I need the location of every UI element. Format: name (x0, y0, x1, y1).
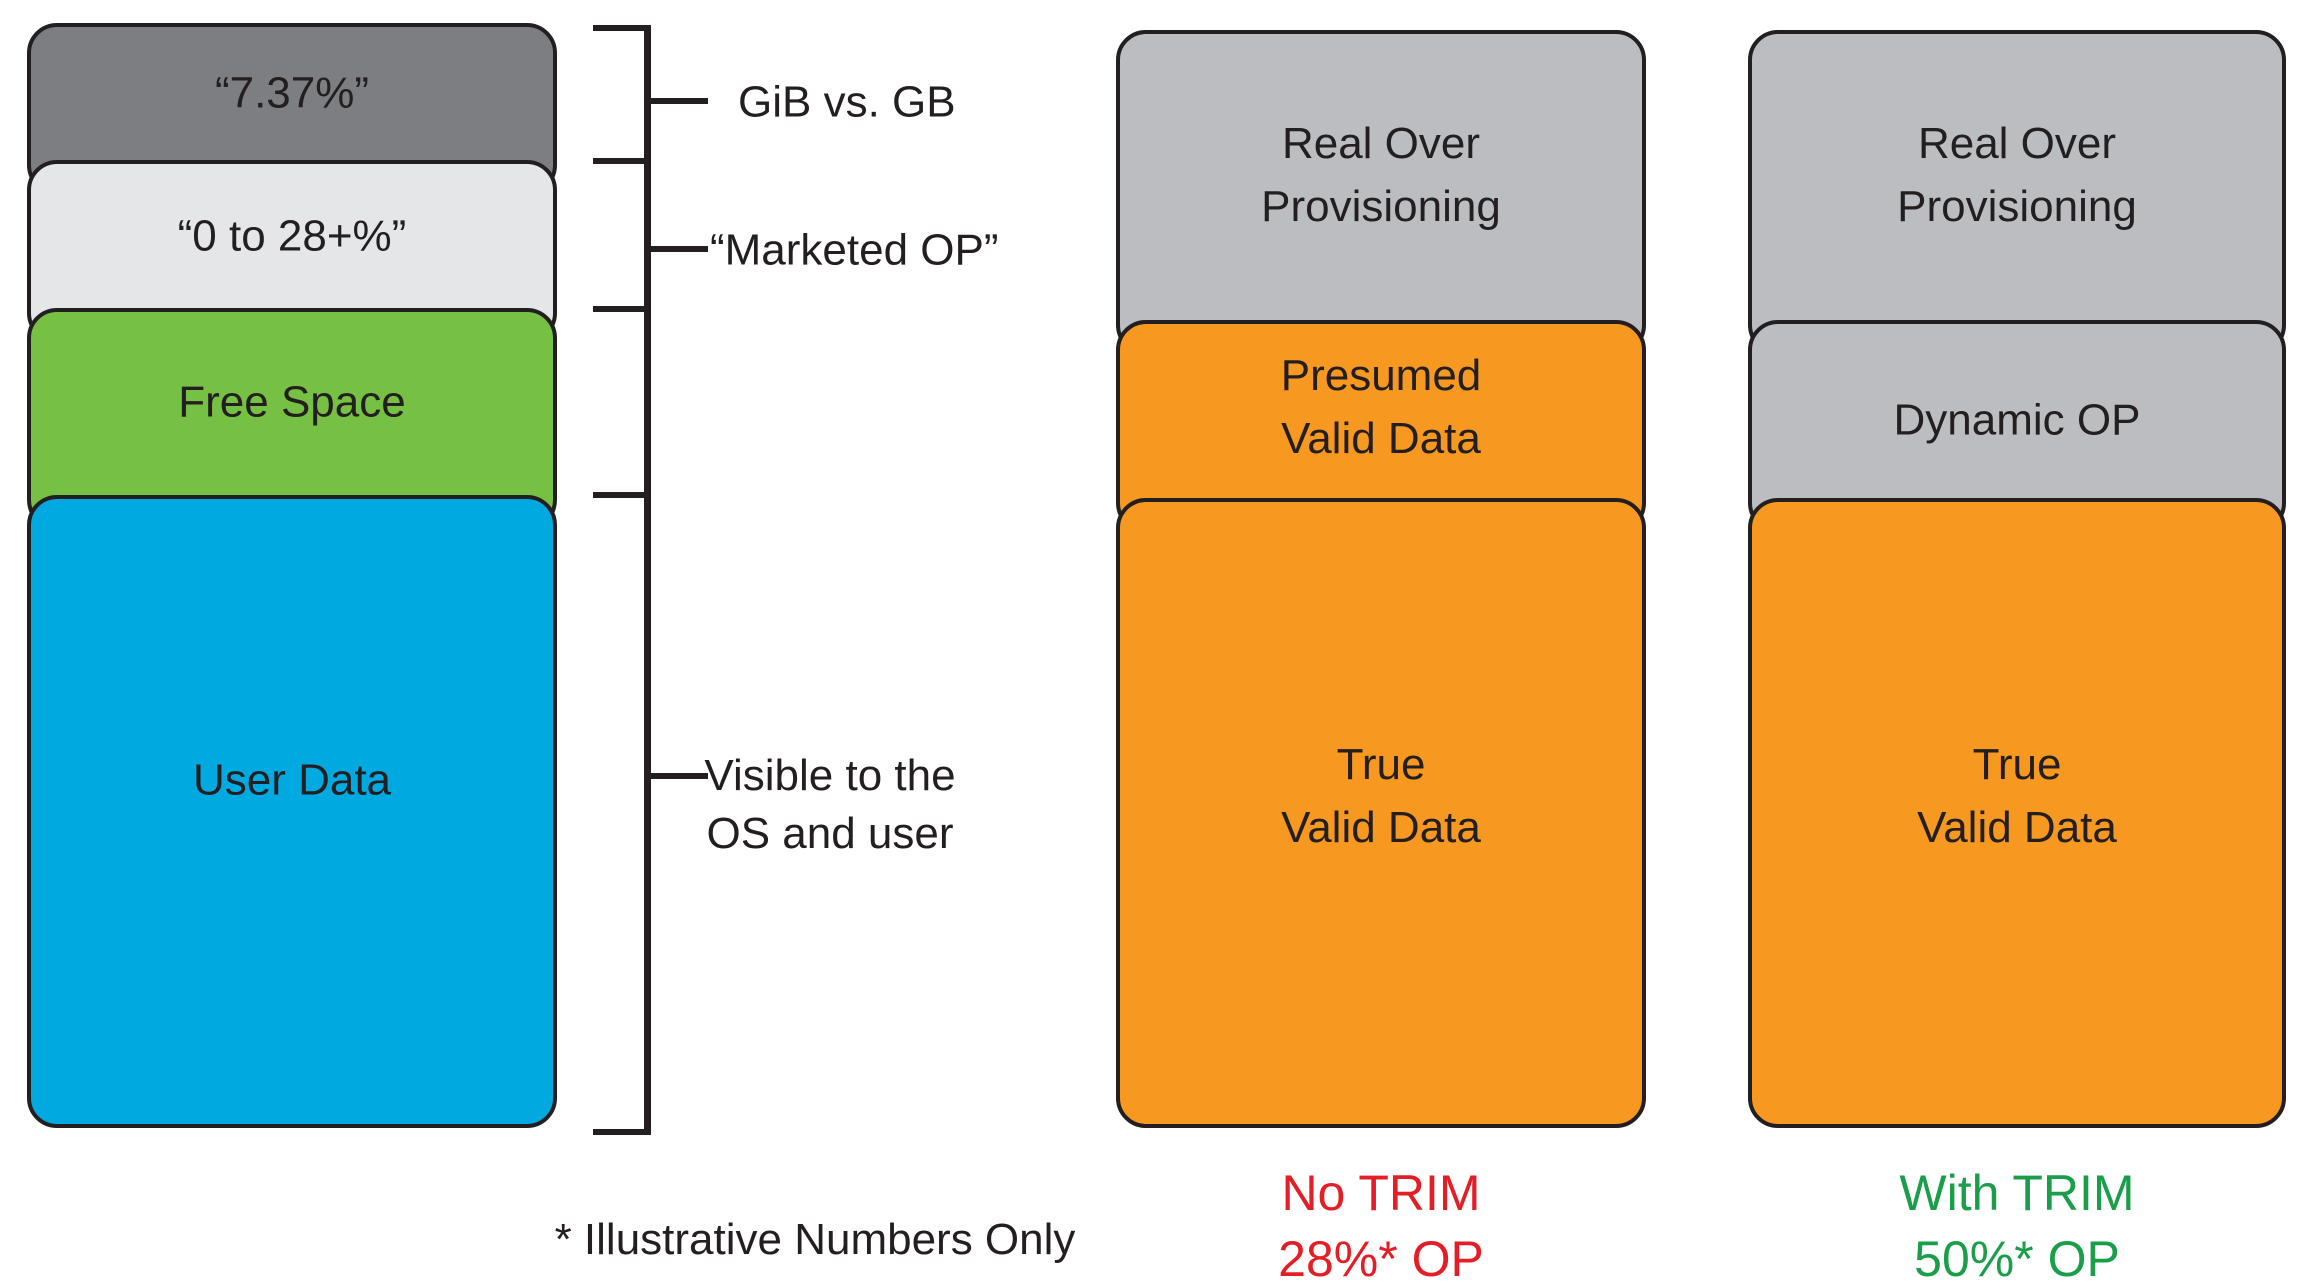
left-segment-gib-overhead-label: “7.37%” (214, 68, 370, 118)
left-segment-user-data-box (27, 495, 557, 1128)
left-segment-free-space-label: Free Space (178, 377, 406, 427)
middle-segment-true-valid-box (1116, 498, 1646, 1128)
callout-label-visible-to-os: Visible to the OS and user (704, 751, 956, 858)
callout-dash-marketed-op (651, 246, 708, 252)
middle-segment-true-valid-label: True Valid Data (1281, 740, 1481, 852)
right-segment-dynamic-op-label: Dynamic OP (1893, 395, 2141, 445)
right-segment-real-op-box (1748, 30, 2286, 355)
bracket-tick-bottom (593, 1129, 651, 1135)
left-segment-marketed-op-label: “0 to 28+%” (177, 211, 407, 261)
callout-dash-gib-vs-gb (651, 98, 708, 104)
middle-segment-real-op-label: Real Over Provisioning (1261, 119, 1501, 231)
bracket-vertical-line (644, 25, 651, 1135)
right-segment-dynamic-op-box (1748, 320, 2286, 533)
callout-dash-visible-to-os (651, 773, 708, 779)
bracket-tick-freespace-boundary (593, 492, 651, 498)
bracket-tick-top (593, 25, 651, 31)
right-column-caption: With TRIM 50%* OP (1899, 1165, 2135, 1287)
right-segment-true-valid-box (1748, 498, 2286, 1128)
left-segment-user-data-label: User Data (192, 755, 392, 805)
callout-label-gib-vs-gb: GiB vs. GB (738, 77, 956, 127)
bracket-tick-gib-boundary (593, 158, 651, 164)
right-segment-true-valid-label: True Valid Data (1917, 740, 2117, 852)
bracket-tick-marketed-boundary (593, 306, 651, 312)
middle-segment-presumed-valid-label: Presumed Valid Data (1280, 351, 1482, 463)
middle-column-caption: No TRIM 28%* OP (1278, 1165, 1484, 1287)
right-segment-real-op-label: Real Over Provisioning (1897, 119, 2137, 231)
middle-segment-real-op-box (1116, 30, 1646, 355)
callout-label-marketed-op: “Marketed OP” (710, 225, 999, 275)
illustrative-numbers-footnote: * Illustrative Numbers Only (554, 1215, 1076, 1264)
